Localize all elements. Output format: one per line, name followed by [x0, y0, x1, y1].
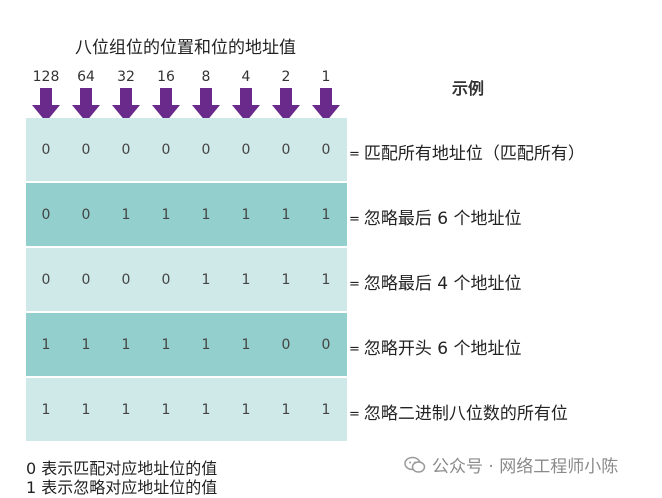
bit-value-label: 4	[241, 69, 251, 85]
bit-cell: 1	[201, 271, 211, 288]
down-arrow-icon	[232, 88, 260, 122]
bit-cell: 0	[81, 206, 91, 223]
bit-cell: 1	[81, 401, 91, 418]
bit-value-label: 2	[281, 69, 291, 85]
bit-cell: 1	[121, 206, 131, 223]
legend-one: 1 表示忽略对应地址位的值	[26, 478, 218, 497]
bit-cell: 1	[241, 206, 251, 223]
mask-row: 0 0 0 0 0 0 0 0	[26, 118, 347, 181]
bit-cell: 0	[161, 141, 171, 158]
bit-cell: 0	[41, 141, 51, 158]
bit-cell: 1	[321, 206, 331, 223]
bit-cell: 1	[281, 401, 291, 418]
down-arrow-icon	[312, 88, 340, 122]
down-arrow-icon	[272, 88, 300, 122]
row-description: =匹配所有地址位（匹配所有）	[349, 139, 585, 164]
down-arrow-icon	[152, 88, 180, 122]
bit-column: 128	[26, 68, 66, 122]
mask-row: 1 1 1 1 1 1 1 1	[26, 378, 347, 441]
bit-cell: 1	[161, 206, 171, 223]
bit-cell: 0	[161, 271, 171, 288]
bit-cell: 0	[81, 141, 91, 158]
equals-sign: =	[349, 277, 360, 292]
bit-cell: 1	[201, 336, 211, 353]
bit-cell: 0	[121, 141, 131, 158]
bit-column: 2	[266, 68, 306, 122]
bit-cell: 1	[121, 401, 131, 418]
row-description-text: 忽略二进制八位数的所有位	[363, 404, 568, 424]
down-arrow-icon	[72, 88, 100, 122]
example-heading: 示例	[452, 79, 485, 98]
row-description: =忽略二进制八位数的所有位	[349, 399, 568, 424]
bit-cell: 1	[241, 271, 251, 288]
bit-column: 1	[306, 68, 346, 122]
bit-value-label: 16	[157, 69, 175, 85]
bit-column: 4	[226, 68, 266, 122]
bit-cell: 0	[81, 271, 91, 288]
equals-sign: =	[349, 407, 360, 422]
bit-column: 8	[186, 68, 226, 122]
bit-cell: 1	[161, 336, 171, 353]
bit-cell: 0	[281, 141, 291, 158]
bit-cell: 0	[241, 141, 251, 158]
bit-cell: 1	[281, 206, 291, 223]
bit-cell: 1	[41, 336, 51, 353]
bit-cell: 0	[121, 271, 131, 288]
wildcard-mask-table: 0 0 0 0 0 0 0 0 0 0 1 1 1 1 1 1 0 0 0 0 …	[26, 118, 347, 443]
bit-cell: 1	[281, 271, 291, 288]
bit-cell: 0	[201, 141, 211, 158]
bit-cell: 0	[41, 271, 51, 288]
watermark: 公众号 · 网络工程师小陈	[404, 452, 618, 477]
row-description-text: 忽略最后 6 个地址位	[363, 209, 522, 229]
bit-cell: 0	[281, 336, 291, 353]
row-description: =忽略最后 4 个地址位	[349, 269, 522, 294]
bit-cell: 1	[241, 401, 251, 418]
row-description-text: 忽略开头 6 个地址位	[363, 339, 522, 359]
bit-cell: 1	[121, 336, 131, 353]
row-description-text: 忽略最后 4 个地址位	[363, 274, 522, 294]
bit-column: 16	[146, 68, 186, 122]
bit-cell: 1	[201, 206, 211, 223]
wechat-icon	[404, 456, 426, 473]
mask-row: 0 0 1 1 1 1 1 1	[26, 183, 347, 246]
mask-row: 0 0 0 0 1 1 1 1	[26, 248, 347, 311]
bit-cell: 1	[241, 336, 251, 353]
equals-sign: =	[349, 342, 360, 357]
bit-cell: 1	[201, 401, 211, 418]
bit-value-label: 128	[32, 69, 60, 85]
equals-sign: =	[349, 212, 360, 227]
bit-cell: 0	[321, 141, 331, 158]
equals-sign: =	[349, 147, 360, 162]
row-description: =忽略开头 6 个地址位	[349, 334, 522, 359]
diagram-title: 八位组位的位置和位的地址值	[75, 38, 296, 58]
bit-value-label: 32	[117, 69, 135, 85]
bit-value-label: 1	[321, 69, 331, 85]
bit-cell: 1	[161, 401, 171, 418]
bit-cell: 1	[81, 336, 91, 353]
bit-cell: 0	[321, 336, 331, 353]
bit-value-label: 8	[201, 69, 211, 85]
down-arrow-icon	[32, 88, 60, 122]
bit-cell: 0	[41, 206, 51, 223]
bit-column: 32	[106, 68, 146, 122]
row-description-text: 匹配所有地址位（匹配所有）	[363, 144, 585, 164]
down-arrow-icon	[192, 88, 220, 122]
bit-cell: 1	[41, 401, 51, 418]
bit-cell: 1	[321, 401, 331, 418]
legend-zero: 0 表示匹配对应地址位的值	[26, 459, 218, 478]
watermark-text: 公众号 · 网络工程师小陈	[432, 457, 619, 477]
bit-position-header: 128 64 32 16 8 4 2 1	[26, 68, 346, 122]
down-arrow-icon	[112, 88, 140, 122]
bit-cell: 1	[321, 271, 331, 288]
bit-value-label: 64	[77, 69, 95, 85]
mask-row: 1 1 1 1 1 1 0 0	[26, 313, 347, 376]
bit-column: 64	[66, 68, 106, 122]
row-description: =忽略最后 6 个地址位	[349, 204, 522, 229]
